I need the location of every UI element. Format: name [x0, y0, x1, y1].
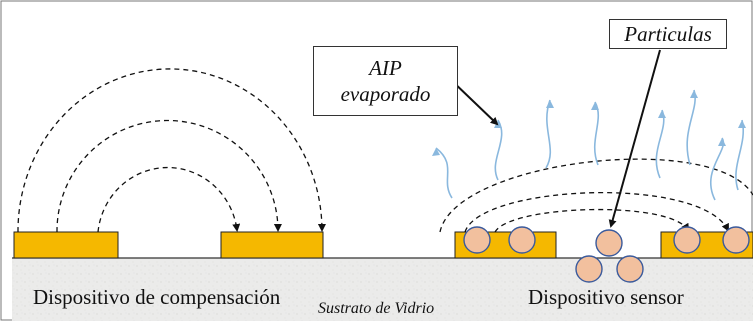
vapor-arrow	[686, 89, 696, 166]
particle	[595, 229, 623, 257]
vapor-arrow	[545, 99, 551, 169]
compensation-field-lines	[17, 68, 326, 233]
vapor-arrow	[655, 109, 665, 179]
vapor-arrow	[709, 137, 725, 201]
particle	[722, 226, 750, 254]
particle	[463, 226, 491, 254]
electrode-comp-left	[13, 231, 119, 259]
particle	[616, 255, 644, 283]
sensor-field-lines	[439, 158, 753, 233]
sensor-arc-outer	[439, 158, 753, 233]
particle	[575, 255, 603, 283]
sensor-arc-middle	[464, 191, 729, 233]
particle	[508, 226, 536, 254]
electrode-comp-right	[220, 231, 324, 259]
field-arc-middle	[56, 119, 282, 233]
particles-callout-text: Particulas	[624, 22, 712, 46]
particles-pointer-arrow	[608, 49, 661, 228]
aip-callout-line2: evaporado	[340, 82, 431, 106]
compensation-device-label: Dispositivo de compensación	[33, 285, 281, 309]
field-arc-inner	[97, 166, 241, 233]
vapor-arrow	[593, 101, 600, 166]
particle	[673, 226, 701, 254]
vapor-arrow	[494, 119, 503, 181]
particles-callout: Particulas	[609, 19, 727, 49]
sensor-device-label: Dispositivo sensor	[528, 285, 684, 309]
field-arc-outer	[17, 68, 326, 233]
vapor-arrow	[735, 119, 744, 191]
compensation-electrodes	[13, 231, 324, 259]
evaporation-arrowheads	[432, 90, 746, 156]
sensor-arc-inner	[494, 208, 690, 233]
evaporation-arrows	[435, 89, 744, 201]
vapor-arrow	[435, 147, 453, 199]
particles	[463, 226, 750, 283]
aip-callout-line1: AIP	[369, 56, 402, 80]
aip-evaporated-callout: AIP evaporado	[313, 46, 458, 116]
substrate-label: Sustrato de Vidrio	[318, 300, 435, 317]
